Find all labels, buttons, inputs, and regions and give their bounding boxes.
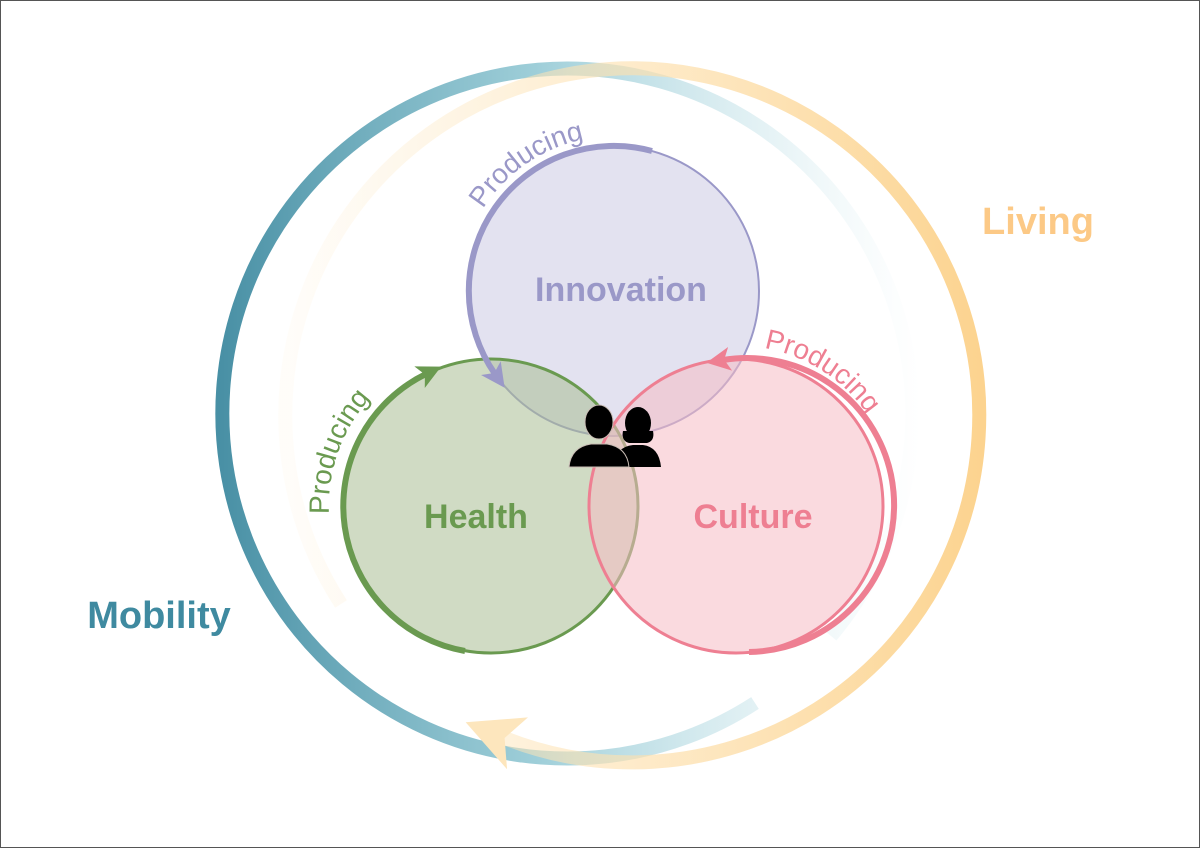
people-icon <box>568 404 661 468</box>
innovation-producing-arrow <box>465 142 653 388</box>
health-producing-arrow <box>340 366 466 654</box>
health-label: Health <box>424 498 528 536</box>
culture-producing-arrow <box>706 346 898 655</box>
living-ring <box>278 61 987 770</box>
living-label: Living <box>982 201 1094 243</box>
innovation-label: Innovation <box>535 271 707 309</box>
mobility-ring <box>215 61 920 766</box>
culture-label: Culture <box>694 498 813 536</box>
mobility-label: Mobility <box>87 595 231 637</box>
